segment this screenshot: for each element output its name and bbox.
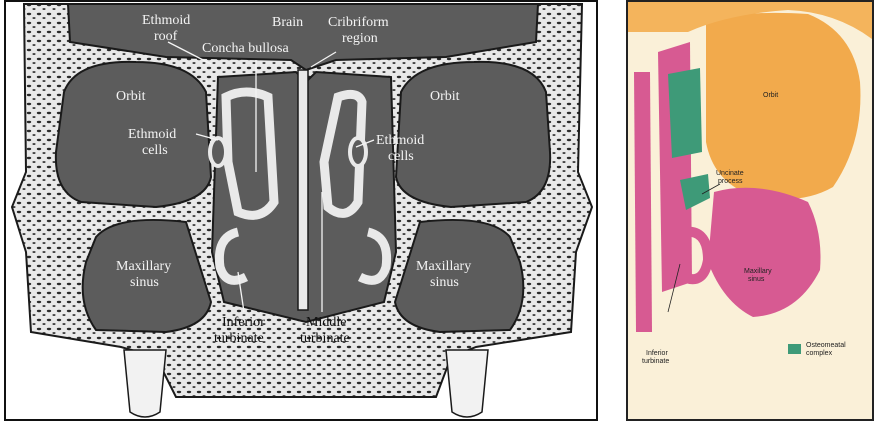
right-maxillary-label-line1: Maxillary (416, 260, 471, 274)
brain-label: Brain (272, 16, 303, 30)
concha-bullosa-label: Concha bullosa (202, 42, 289, 56)
right-maxillary-label-line2: sinus (430, 276, 459, 290)
left-ethmoid-cells-label-line1: Ethmoid (128, 128, 176, 142)
uncinate-label-line1: Uncinate (716, 170, 744, 178)
maxillary-sinus-region (708, 188, 821, 317)
left-tooth (124, 350, 166, 417)
middle-turbinate-label-line2: turbinate (300, 332, 350, 346)
osteomeatal-complex-diagram: Orbit Uncinate process Maxillary sinus I… (626, 0, 874, 421)
left-ethmoid-cells-label-line2: cells (142, 144, 168, 158)
right-ethmoid-cell (350, 138, 366, 166)
left-maxillary-label-line2: sinus (130, 276, 159, 290)
left-maxillary-label-line1: Maxillary (116, 260, 171, 274)
right-tooth (446, 350, 488, 417)
osteomeatal-legend-swatch (788, 344, 801, 354)
middle-turbinate-label-line1: Middle (306, 316, 346, 330)
right-orbit-label: Orbit (763, 92, 778, 100)
nasal-septum (298, 70, 308, 310)
right-inferior-label-line1: Inferior (646, 350, 668, 358)
legend-label-line1: Osteomeatal (806, 342, 846, 350)
osteomeatal-complex-upper (668, 68, 702, 158)
right-ethmoid-cells-label-line1: Ethmoid (376, 134, 424, 148)
inferior-turbinate-label-line2: turbinate (214, 332, 264, 346)
coronal-sinus-diagram: Ethmoid roof Brain Concha bullosa Cribri… (4, 0, 598, 421)
left-orbit-label: Orbit (116, 90, 146, 104)
legend-label-line2: complex (806, 350, 832, 358)
cribriform-label-line2: region (342, 32, 378, 46)
ethmoid-roof-label-line1: Ethmoid (142, 14, 190, 28)
cribriform-label-line1: Cribriform (328, 16, 389, 30)
right-orbit-label: Orbit (430, 90, 460, 104)
left-ethmoid-cell (210, 138, 226, 166)
right-ethmoid-cells-label-line2: cells (388, 150, 414, 164)
nasal-mucosa-left (634, 72, 652, 332)
right-maxillary-label-line2: sinus (748, 276, 764, 284)
inferior-turbinate-label-line1: Inferior (222, 316, 265, 330)
coronal-sinus-illustration (6, 2, 598, 421)
uncinate-label-line2: process (718, 178, 743, 186)
right-maxillary-label-line1: Maxillary (744, 268, 772, 276)
ethmoid-roof-label-line2: roof (154, 30, 177, 44)
right-inferior-label-line2: turbinate (642, 358, 669, 366)
